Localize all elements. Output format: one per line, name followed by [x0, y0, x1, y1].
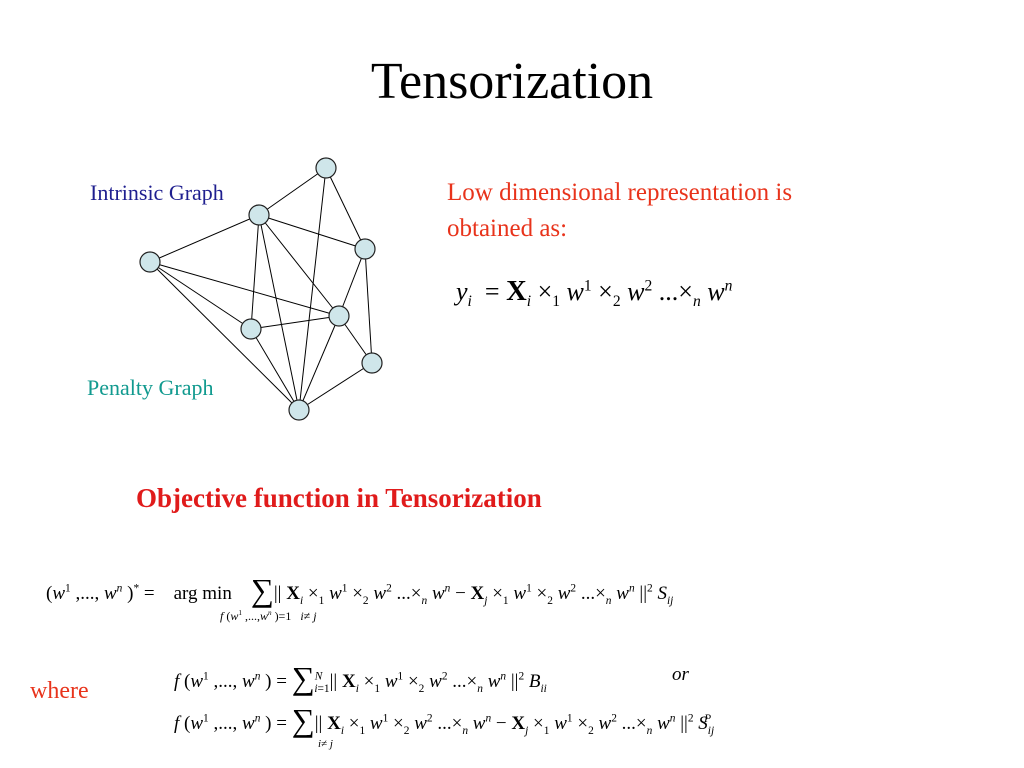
penalty-graph-label: Penalty Graph	[87, 375, 214, 400]
slide-title: Tensorization	[370, 53, 654, 110]
graph-node	[288, 399, 310, 421]
constraint-equation-2-limit: i≠ j	[318, 738, 333, 750]
graph-node	[328, 305, 350, 327]
graph-diagram	[139, 157, 383, 421]
graph-edge	[364, 248, 373, 364]
graph-edge	[258, 167, 327, 216]
graph-edge	[250, 214, 260, 330]
or-label: or	[672, 664, 689, 685]
constraint-equation-2: f (w1 ,..., wn ) = ∑|| Xi ×1 w1 ×2 w2 ..…	[174, 702, 715, 738]
graph-edge	[149, 261, 252, 330]
objective-heading: Objective function in Tensorization	[136, 483, 542, 513]
graph-node	[240, 318, 262, 340]
graph-edge	[149, 261, 300, 411]
graph-node	[139, 251, 161, 273]
intrinsic-graph-label: Intrinsic Graph	[90, 180, 224, 205]
graph-node	[354, 238, 376, 260]
graph-edge	[258, 214, 340, 317]
graph-edge	[298, 167, 327, 411]
representation-equation: yi = Xi ×1 w1 ×2 w2 ...×n wn	[456, 276, 733, 311]
constraint-equation-1: f (w1 ,..., wn ) = ∑Ni=1|| Xi ×1 w1 ×2 w…	[174, 660, 547, 696]
objective-constraint: f (w1 ,...,wn )=1 i≠ j	[220, 609, 317, 623]
graph-edge	[250, 315, 340, 330]
graph-edge	[298, 362, 373, 411]
graph-edge	[298, 315, 340, 411]
description-line-2: obtained as:	[447, 215, 568, 242]
where-label: where	[30, 678, 89, 704]
graph-edge	[258, 214, 300, 411]
graph-edge	[325, 167, 366, 250]
graph-edge	[149, 214, 260, 263]
graph-edge	[258, 214, 366, 250]
graph-edge	[338, 248, 366, 317]
graph-node	[315, 157, 337, 179]
graph-node	[361, 352, 383, 374]
graph-edge	[250, 328, 300, 411]
objective-equation: (w1 ,..., wn )* = arg min ∑|| Xi ×1 w1 ×…	[46, 572, 674, 608]
graph-edge	[149, 261, 340, 317]
graph-node	[248, 204, 270, 226]
description-line-1: Low dimensional representation is	[447, 179, 793, 206]
